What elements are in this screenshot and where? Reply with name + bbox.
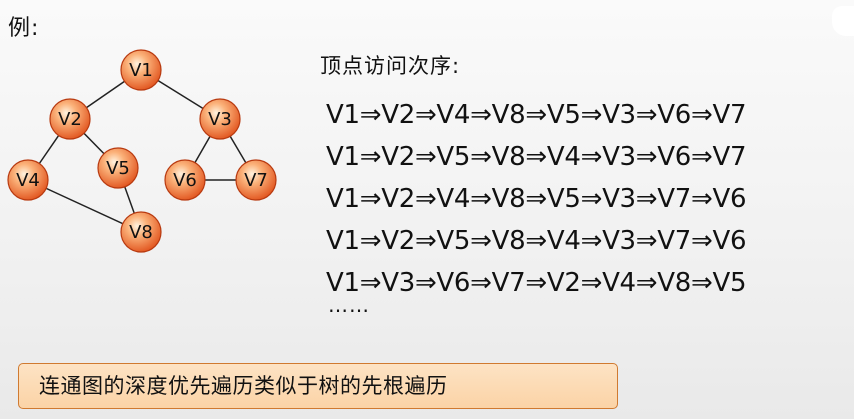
node-label: V2: [58, 109, 82, 130]
corner-decoration: [832, 6, 854, 36]
node-v6: V6: [164, 159, 206, 201]
edge-v4-v8: [27, 179, 142, 233]
sequence-row: V1⇒V2⇒V4⇒V8⇒V5⇒V3⇒V7⇒V6: [326, 184, 747, 214]
node-label: V8: [129, 222, 153, 243]
sequence-row: V1⇒V3⇒V6⇒V7⇒V2⇒V4⇒V8⇒V5: [326, 268, 747, 298]
node-v2: V2: [49, 98, 91, 140]
sequence-row: V1⇒V2⇒V5⇒V8⇒V4⇒V3⇒V6⇒V7: [326, 142, 747, 172]
node-label: V5: [106, 158, 130, 179]
node-v4: V4: [7, 159, 49, 201]
sequence-row: V1⇒V2⇒V5⇒V8⇒V4⇒V3⇒V7⇒V6: [326, 226, 747, 256]
graph-edges: [27, 69, 257, 233]
node-label: V1: [129, 60, 153, 81]
node-v7: V7: [235, 159, 277, 201]
node-v8: V8: [120, 211, 162, 253]
node-label: V6: [173, 170, 197, 191]
sequence-ellipsis: ……: [328, 293, 370, 317]
node-label: V7: [244, 170, 268, 191]
conclusion-box: 连通图的深度优先遍历类似于树的先根遍历: [18, 363, 618, 409]
example-label: 例:: [8, 16, 40, 41]
node-label: V3: [208, 109, 232, 130]
sequence-list: V1⇒V2⇒V4⇒V8⇒V5⇒V3⇒V6⇒V7 V1⇒V2⇒V5⇒V8⇒V4⇒V…: [326, 94, 747, 304]
node-v3: V3: [199, 98, 241, 140]
sequence-title: 顶点访问次序:: [320, 54, 461, 78]
node-v5: V5: [97, 147, 139, 189]
node-v1: V1: [120, 49, 162, 91]
sequence-row: V1⇒V2⇒V4⇒V8⇒V5⇒V3⇒V6⇒V7: [326, 100, 747, 130]
node-label: V4: [16, 170, 40, 191]
